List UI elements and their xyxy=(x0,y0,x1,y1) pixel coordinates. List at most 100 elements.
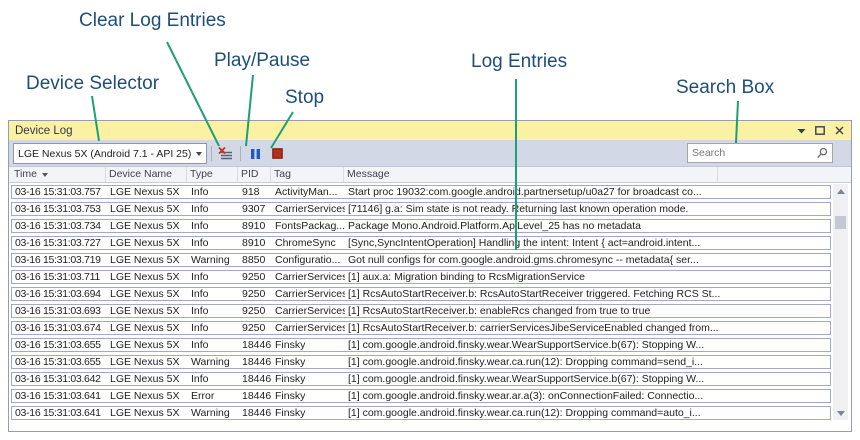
cell-tag: CarrierServices xyxy=(275,270,345,283)
clear-log-entries-button[interactable] xyxy=(216,144,235,163)
column-header-time[interactable]: Time xyxy=(11,167,106,182)
cell-type: Warning xyxy=(191,406,230,419)
cell-pid: 8910 xyxy=(242,219,266,232)
stop-button[interactable] xyxy=(268,144,287,163)
scroll-down-icon[interactable] xyxy=(833,406,848,420)
annotation-play-pause: Play/Pause xyxy=(214,50,311,71)
cell-tag: ActivityMan... xyxy=(275,185,338,198)
column-header-pid[interactable]: PID xyxy=(238,167,271,182)
cell-pid: 9250 xyxy=(242,321,266,334)
device-selector-value: LGE Nexus 5X (Android 7.1 - API 25) xyxy=(18,147,192,160)
log-row[interactable]: 03-16 15:31:03.711 LGE Nexus 5X Info 9250 Ca… xyxy=(11,270,831,284)
cell-time: 03-16 15:31:03.641 xyxy=(15,406,101,419)
annotation-stop: Stop xyxy=(285,87,325,108)
column-header-blank xyxy=(718,167,851,182)
device-log-window: Device Log LGE Nexus 5X (Android 7.1 - A… xyxy=(8,120,852,432)
cell-type: Info xyxy=(191,202,209,215)
cell-tag: Finsky xyxy=(275,372,306,385)
title-bar-buttons xyxy=(795,125,845,137)
cell-message: [1] com.google.android.finsky.wear.ca.ru… xyxy=(348,406,701,419)
cell-pid: 18446 xyxy=(242,389,272,402)
toolbar-separator xyxy=(240,146,241,161)
cell-message: [1] RcsAutoStartReceiver.b: carrierServi… xyxy=(348,321,719,334)
cell-tag: Finsky xyxy=(275,338,306,351)
scroll-up-icon[interactable] xyxy=(833,184,848,198)
title-bar[interactable]: Device Log xyxy=(9,121,851,140)
cell-pid: 9307 xyxy=(242,202,266,215)
search-icon[interactable] xyxy=(816,147,828,159)
cell-tag: CarrierServices xyxy=(275,287,345,300)
maximize-icon[interactable] xyxy=(814,125,826,137)
cell-device: LGE Nexus 5X xyxy=(110,185,180,198)
cell-pid: 9250 xyxy=(242,287,266,300)
cell-message: [1] com.google.android.finsky.wear.WearS… xyxy=(348,372,705,385)
cell-type: Info xyxy=(191,270,209,283)
cell-time: 03-16 15:31:03.655 xyxy=(15,355,101,368)
close-icon[interactable] xyxy=(833,125,845,137)
annotation-log-entries: Log Entries xyxy=(471,51,568,72)
pause-icon xyxy=(251,148,260,159)
cell-tag: CarrierServices xyxy=(275,202,345,215)
column-header-device-name[interactable]: Device Name xyxy=(106,167,187,182)
cell-device: LGE Nexus 5X xyxy=(110,287,180,300)
cell-type: Info xyxy=(191,219,209,232)
cell-time: 03-16 15:31:03.734 xyxy=(15,219,101,232)
cell-message: [1] RcsAutoStartReceiver.b: RcsAutoStart… xyxy=(348,287,721,300)
cell-message: [1] com.google.android.finsky.wear.ar.a(… xyxy=(348,389,704,402)
cell-device: LGE Nexus 5X xyxy=(110,202,180,215)
cell-type: Info xyxy=(191,372,209,385)
cell-message: Start proc 19032:com.google.android.part… xyxy=(348,185,702,198)
cell-message: [Sync,SyncIntentOperation] Handling the … xyxy=(348,236,701,249)
cell-pid: 9250 xyxy=(242,270,266,283)
clear-list-icon xyxy=(218,146,232,159)
cell-time: 03-16 15:31:03.655 xyxy=(15,338,101,351)
play-pause-button[interactable] xyxy=(246,144,265,163)
cell-device: LGE Nexus 5X xyxy=(110,355,180,368)
cell-type: Info xyxy=(191,321,209,334)
scrollbar-thumb[interactable] xyxy=(835,216,846,229)
cell-tag: Finsky xyxy=(275,355,306,368)
cell-message: [1] com.google.android.finsky.wear.ca.ru… xyxy=(348,355,703,368)
column-header-type[interactable]: Type xyxy=(187,167,238,182)
cell-pid: 18446 xyxy=(242,338,272,351)
cell-device: LGE Nexus 5X xyxy=(110,270,180,283)
cell-device: LGE Nexus 5X xyxy=(110,338,180,351)
cell-type: Info xyxy=(191,236,209,249)
cell-time: 03-16 15:31:03.711 xyxy=(15,270,100,283)
window-position-menu-icon[interactable] xyxy=(795,125,807,137)
cell-device: LGE Nexus 5X xyxy=(110,321,180,334)
cell-pid: 8850 xyxy=(242,253,266,266)
window-title: Device Log xyxy=(15,124,73,137)
cell-time: 03-16 15:31:03.693 xyxy=(15,304,101,317)
device-selector-dropdown[interactable]: LGE Nexus 5X (Android 7.1 - API 25) xyxy=(13,143,207,164)
column-header-message[interactable]: Message xyxy=(344,167,718,182)
annotation-search-box: Search Box xyxy=(676,77,775,98)
cell-pid: 18446 xyxy=(242,406,272,419)
search-input[interactable] xyxy=(692,147,816,159)
column-header-tag[interactable]: Tag xyxy=(271,167,344,182)
cell-time: 03-16 15:31:03.757 xyxy=(15,185,101,198)
cell-time: 03-16 15:31:03.641 xyxy=(15,389,101,402)
cell-type: Info xyxy=(191,185,209,198)
vertical-scrollbar[interactable] xyxy=(833,184,848,420)
search-box[interactable] xyxy=(687,143,833,163)
cell-message: [1] com.google.android.finsky.wear.WearS… xyxy=(348,338,705,351)
chevron-down-icon xyxy=(196,151,202,156)
toolbar: LGE Nexus 5X (Android 7.1 - API 25) xyxy=(9,140,851,167)
cell-type: Info xyxy=(191,287,209,300)
stop-icon xyxy=(272,148,283,159)
